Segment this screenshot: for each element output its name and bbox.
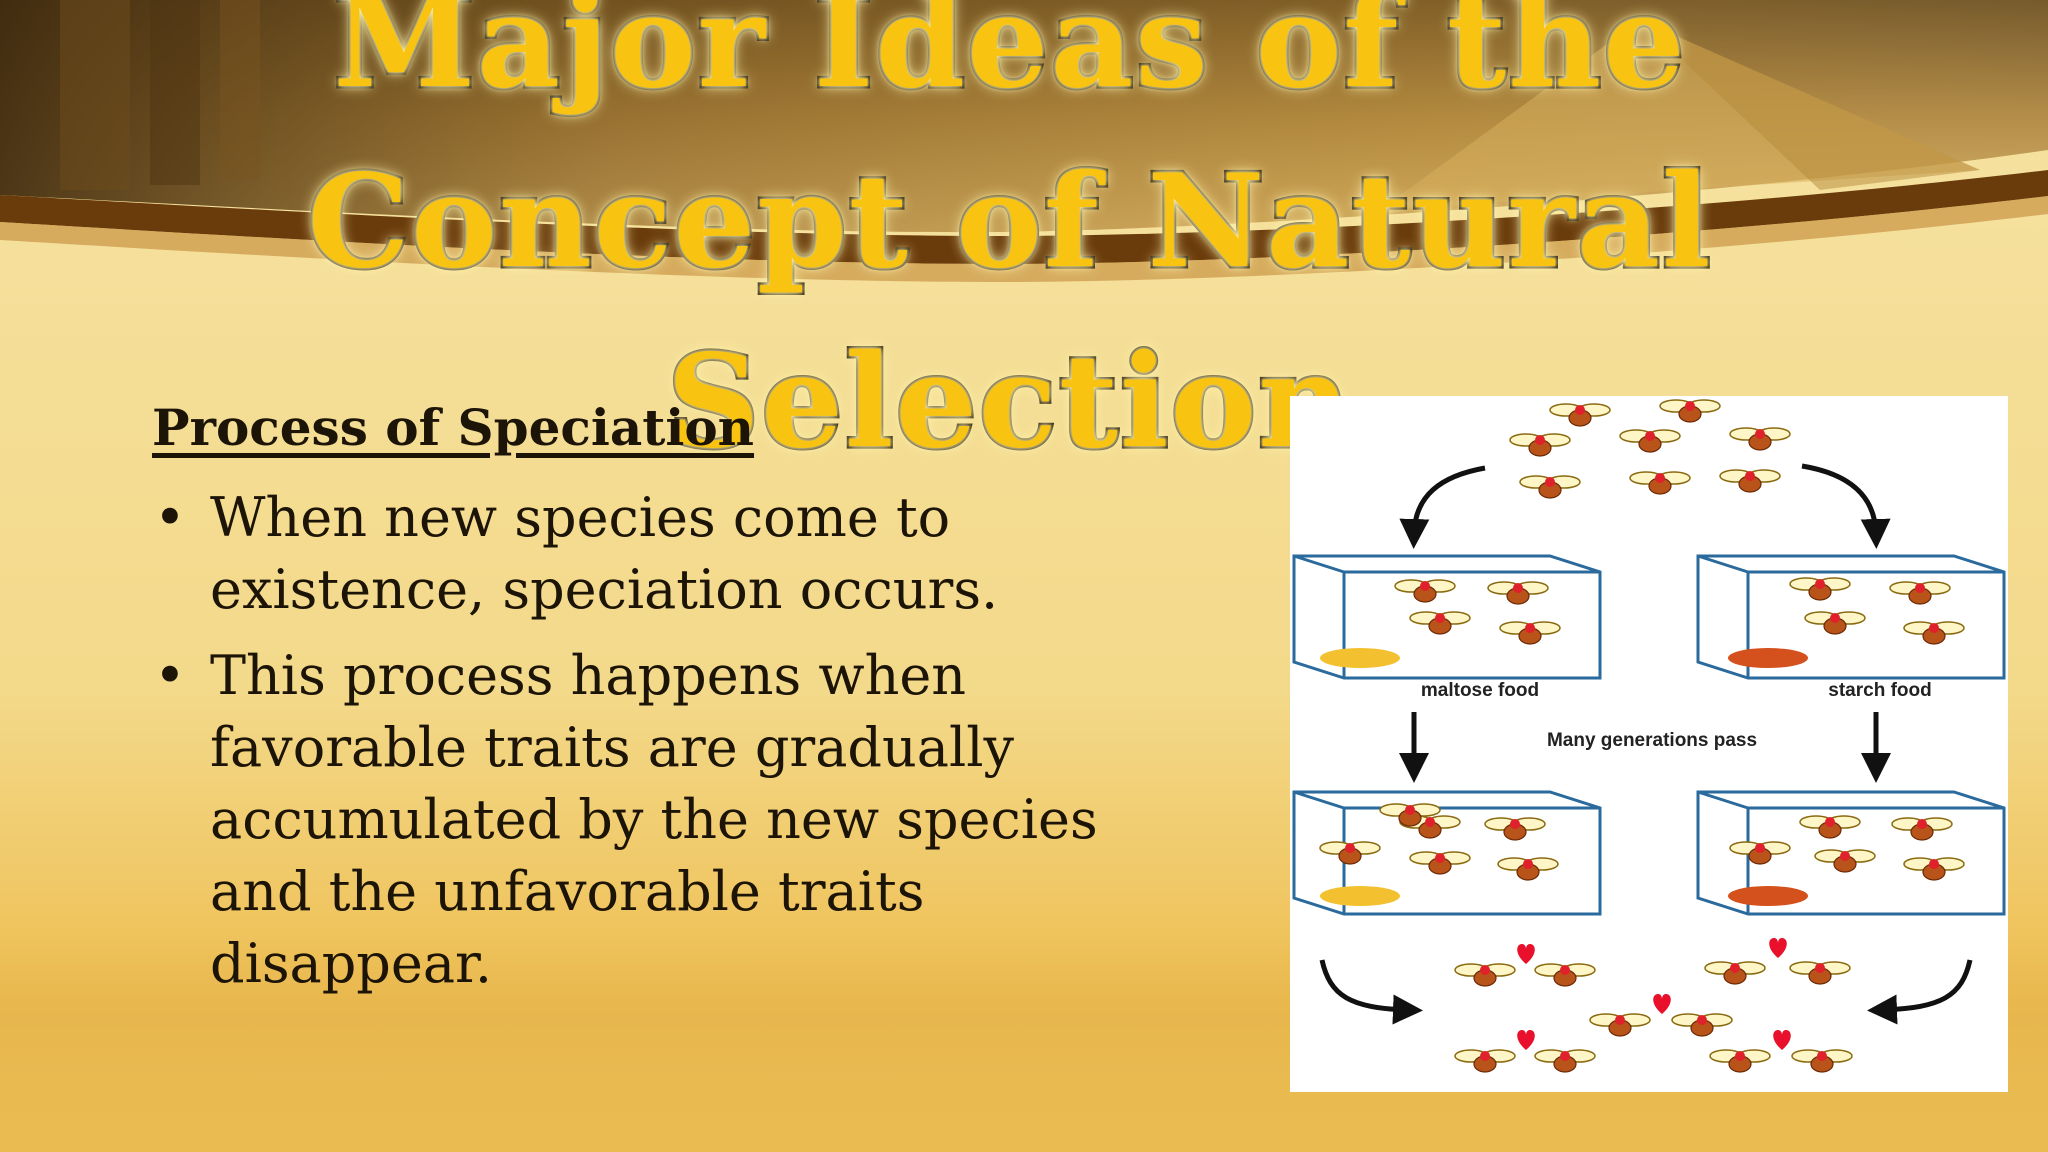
split-arrow-left bbox=[1399, 465, 1486, 549]
right-box-starch bbox=[1696, 554, 2006, 680]
right-box-starch-later bbox=[1696, 790, 2006, 916]
title-line-3: Selection bbox=[664, 325, 1354, 480]
starch-food-label: starch food bbox=[1828, 680, 1931, 701]
maltose-food-label: maltose food bbox=[1421, 680, 1539, 701]
maltose-dish bbox=[1320, 648, 1400, 668]
bullet-dot: • bbox=[154, 644, 186, 707]
bullet-list: • When new species come to existence, sp… bbox=[150, 482, 1200, 1014]
bullet-item: • This process happens when favorable tr… bbox=[150, 640, 1200, 1000]
left-box-maltose-later bbox=[1292, 790, 1602, 916]
slide-title: Major Ideas of the Concept of Natural Se… bbox=[240, 0, 1780, 492]
title-line-1: Major Ideas of the bbox=[331, 0, 1687, 120]
bullet-item: • When new species come to existence, sp… bbox=[150, 482, 1200, 626]
header-banner bbox=[0, 0, 2048, 282]
title-line-2: Concept of Natural bbox=[305, 145, 1713, 300]
starch-dish bbox=[1728, 648, 1808, 668]
generations-label: Many generations pass bbox=[1547, 730, 1757, 751]
mating-pairs bbox=[1454, 938, 1853, 1073]
merge-arrow-left bbox=[1319, 959, 1423, 1025]
merge-arrow-right bbox=[1867, 959, 1973, 1025]
speciation-diagram: maltose food starch food Many generation… bbox=[1290, 396, 2008, 1092]
initial-population bbox=[1509, 399, 1791, 499]
bullet-text: This process happens when favorable trai… bbox=[210, 644, 1098, 995]
bullet-dot: • bbox=[154, 486, 186, 549]
split-arrow-right bbox=[1801, 463, 1891, 549]
bullet-text: When new species come to existence, spec… bbox=[210, 486, 999, 621]
left-box-maltose bbox=[1292, 554, 1602, 680]
section-subheading: Process of Speciation bbox=[152, 398, 755, 457]
